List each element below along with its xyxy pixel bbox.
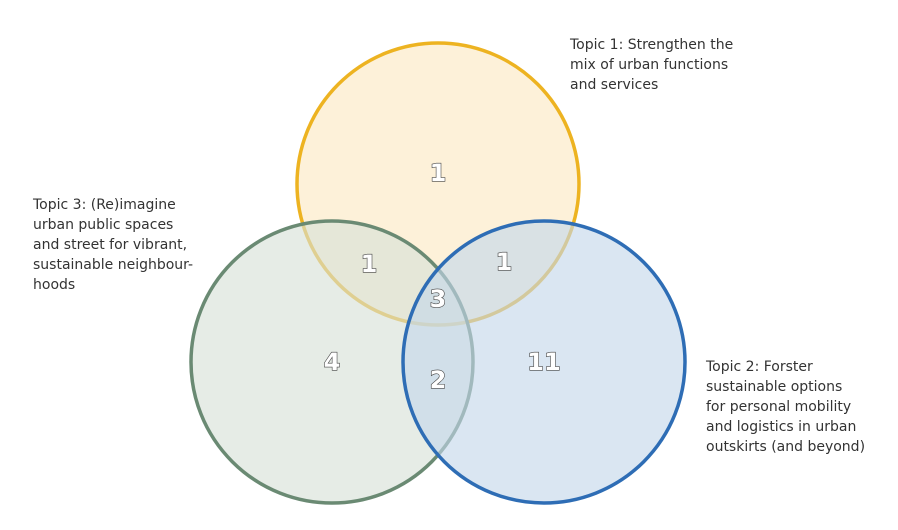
topic1-label: Topic 1: Strengthen the mix of urban fun… (570, 37, 734, 93)
topic2-label: Topic 2: Forster sustainable options for… (706, 359, 866, 455)
count-topic1-only: 1 (430, 159, 447, 187)
count-topic1-topic3: 1 (361, 250, 378, 278)
topic2-circle (401, 219, 687, 505)
count-topic3-only: 4 (324, 348, 341, 376)
count-topic1-topic2: 1 (496, 248, 513, 276)
count-topic2-topic3: 2 (430, 366, 447, 394)
count-topic2-only: 11 (527, 348, 560, 376)
count-all-topics: 3 (430, 285, 447, 313)
topic3-label: Topic 3: (Re)imagine urban public spaces… (33, 197, 194, 293)
